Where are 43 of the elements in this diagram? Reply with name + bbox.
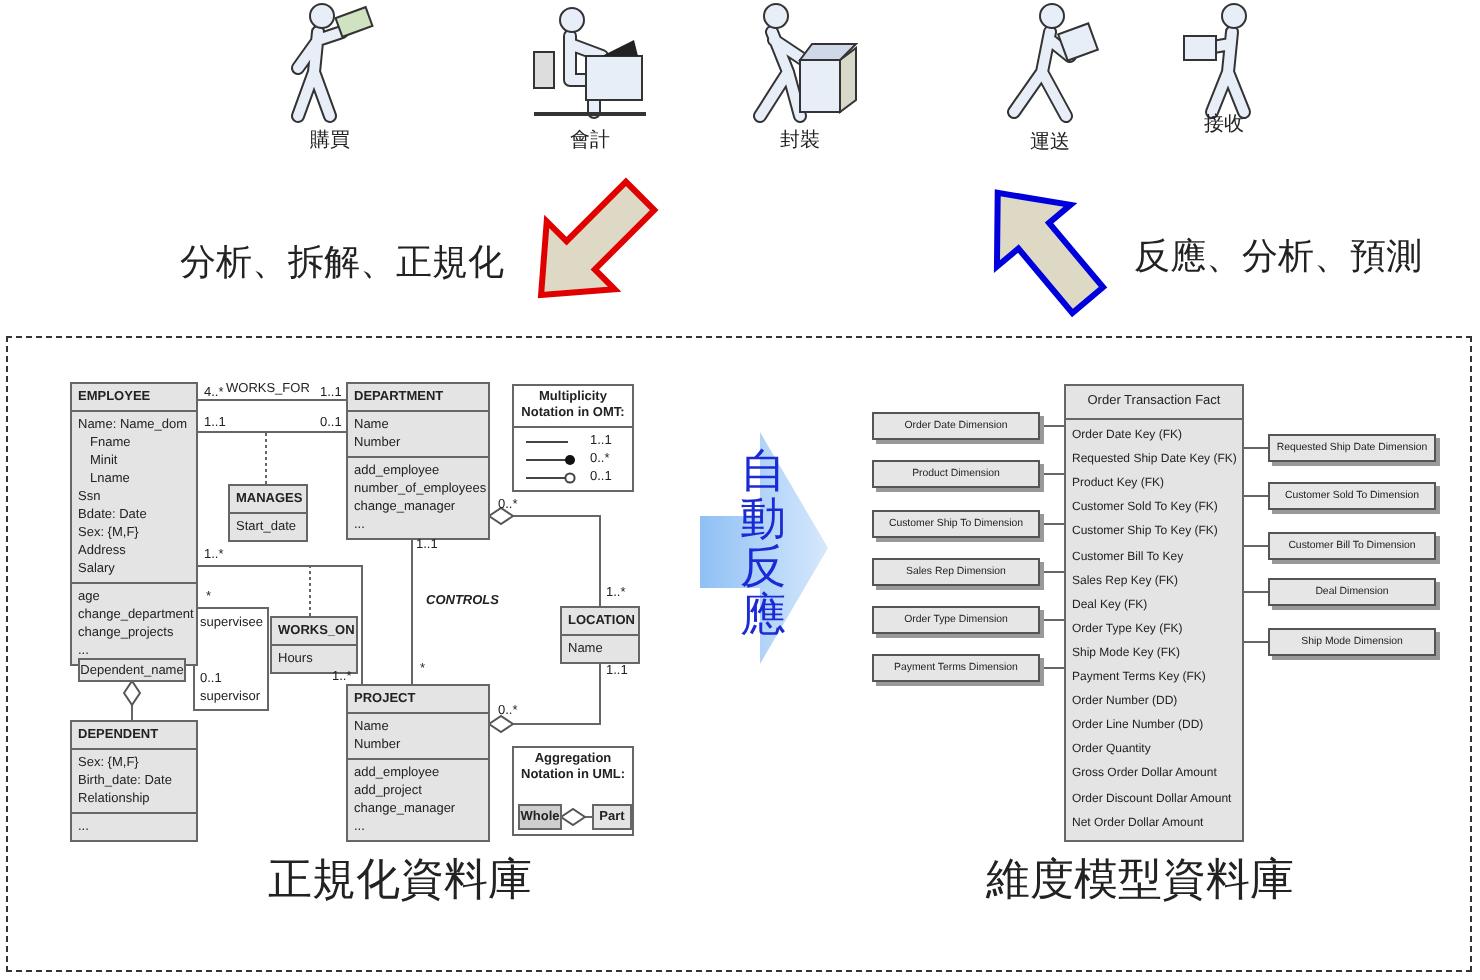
activity-caption: 會計 bbox=[570, 132, 610, 152]
association-line bbox=[1039, 523, 1065, 525]
class-box bbox=[346, 684, 490, 842]
class-box bbox=[270, 616, 358, 674]
notation-box bbox=[512, 384, 634, 492]
association-line bbox=[411, 539, 413, 685]
process-text: 分析、拆解、正規化 bbox=[180, 246, 504, 282]
association-line bbox=[1039, 425, 1065, 427]
association-line bbox=[1243, 545, 1269, 547]
association-line bbox=[488, 663, 601, 733]
association-line bbox=[1039, 571, 1065, 573]
class-box bbox=[70, 382, 198, 666]
class-box bbox=[70, 720, 198, 842]
activity-caption: 運送 bbox=[1030, 134, 1070, 154]
class-box bbox=[228, 484, 308, 542]
database-caption: 正規化資料庫 bbox=[268, 860, 532, 904]
association-line bbox=[197, 565, 363, 685]
activity-caption: 接收 bbox=[1204, 116, 1244, 136]
association-line bbox=[1243, 447, 1269, 449]
association-line bbox=[1039, 619, 1065, 621]
chevron-arrow bbox=[700, 428, 828, 668]
association-line bbox=[197, 399, 347, 401]
association-line bbox=[1243, 495, 1269, 497]
association-line bbox=[1243, 641, 1269, 643]
association-line bbox=[560, 808, 593, 826]
activity-caption: 封裝 bbox=[780, 132, 820, 152]
association-line bbox=[1039, 473, 1065, 475]
notation-box bbox=[512, 746, 634, 836]
class-box bbox=[1064, 384, 1244, 842]
association-line bbox=[488, 507, 601, 607]
database-caption: 維度模型資料庫 bbox=[986, 860, 1294, 904]
dotted-line bbox=[265, 431, 267, 485]
association-line bbox=[193, 607, 269, 711]
dotted-line bbox=[309, 565, 311, 617]
association-line bbox=[1243, 591, 1269, 593]
activity-caption: 購買 bbox=[310, 132, 350, 152]
class-box bbox=[346, 382, 490, 540]
association-line bbox=[123, 680, 141, 721]
class-box bbox=[560, 606, 640, 664]
process-text: 反應、分析、預測 bbox=[1134, 240, 1422, 276]
association-line bbox=[1039, 667, 1065, 669]
vertical-text: 自動反應 bbox=[740, 448, 786, 640]
association-line bbox=[197, 431, 347, 433]
